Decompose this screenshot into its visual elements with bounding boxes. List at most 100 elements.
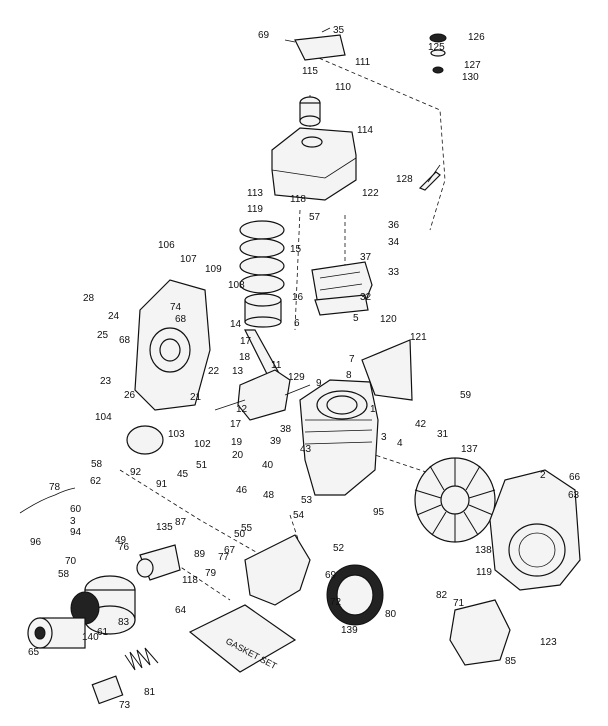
part-callout: 45 bbox=[177, 469, 189, 480]
cylinder-head-part bbox=[311, 261, 373, 306]
spring-part bbox=[124, 647, 159, 671]
filter-body-part bbox=[27, 617, 86, 649]
part-callout: 87 bbox=[175, 517, 187, 528]
part-callout: 11 bbox=[271, 360, 282, 371]
part-callout: 2 bbox=[540, 470, 546, 481]
part-callout: 67 bbox=[224, 545, 236, 556]
part-callout: 37 bbox=[360, 252, 372, 263]
part-callout: 120 bbox=[380, 314, 397, 325]
part-callout: 126 bbox=[468, 32, 485, 43]
part-callout: 119 bbox=[247, 204, 263, 215]
piston-part bbox=[244, 293, 282, 328]
part-callout: 74 bbox=[170, 302, 182, 313]
part-callout: 78 bbox=[49, 482, 61, 493]
part-callout: 106 bbox=[158, 240, 175, 251]
part-callout: 108 bbox=[228, 280, 245, 291]
part-callout: 48 bbox=[263, 490, 275, 501]
muffler-cap-part bbox=[299, 96, 321, 127]
muffler-part bbox=[271, 127, 357, 201]
part-callout: 57 bbox=[309, 212, 321, 223]
part-callout: 33 bbox=[388, 267, 400, 278]
part-callout: 123 bbox=[540, 637, 557, 648]
part-callout: 60 bbox=[70, 504, 82, 515]
part-callout: 69 bbox=[325, 570, 337, 581]
part-callout: 72 bbox=[330, 597, 342, 608]
part-callout: 66 bbox=[569, 472, 581, 483]
part-callout: 92 bbox=[130, 467, 142, 478]
part-callout: 36 bbox=[388, 220, 400, 231]
part-callout: 135 bbox=[156, 522, 173, 533]
part-callout: 15 bbox=[290, 244, 302, 255]
part-callout: 103 bbox=[168, 429, 185, 440]
dust-cap-part bbox=[429, 33, 447, 74]
part-callout: 40 bbox=[262, 460, 274, 471]
part-callout: 21 bbox=[190, 392, 202, 403]
part-callout: 89 bbox=[194, 549, 206, 560]
part-callout: 130 bbox=[462, 72, 479, 83]
part-callout: 25 bbox=[97, 330, 109, 341]
part-callout: 138 bbox=[475, 545, 492, 556]
part-callout: 17 bbox=[240, 336, 252, 347]
part-callout: 76 bbox=[118, 542, 130, 553]
part-callout: 46 bbox=[236, 485, 248, 496]
blower-housing-part bbox=[489, 469, 581, 591]
part-callout: 127 bbox=[464, 60, 481, 71]
part-callout: 18 bbox=[239, 352, 251, 363]
part-callout: 95 bbox=[373, 507, 385, 518]
bushing-part bbox=[91, 675, 124, 705]
part-callout: 19 bbox=[231, 437, 243, 448]
gasket-set-box: GASKET SET bbox=[188, 604, 297, 673]
part-callout: 52 bbox=[333, 543, 345, 554]
part-callout: 38 bbox=[280, 424, 292, 435]
cylinder-block-part bbox=[299, 379, 379, 496]
part-callout: 12 bbox=[236, 404, 248, 415]
part-callout: 128 bbox=[396, 174, 413, 185]
gear-cover-part bbox=[126, 425, 164, 455]
part-callout: 82 bbox=[436, 590, 448, 601]
part-callout: 104 bbox=[95, 412, 112, 423]
part-callout: 107 bbox=[180, 254, 197, 265]
ring-gear-part bbox=[326, 564, 384, 626]
part-callout: 51 bbox=[196, 460, 208, 471]
part-callout: 122 bbox=[362, 188, 379, 199]
part-callout: 70 bbox=[65, 556, 77, 567]
part-callout: 91 bbox=[156, 479, 168, 490]
governor-linkage-part bbox=[19, 487, 76, 514]
part-callout: 54 bbox=[293, 510, 305, 521]
part-callout: 39 bbox=[270, 436, 282, 447]
part-callout: 55 bbox=[241, 523, 253, 534]
part-callout: 59 bbox=[460, 390, 472, 401]
part-callout: 118 bbox=[290, 194, 306, 205]
part-callout: 53 bbox=[301, 495, 313, 506]
part-callout: 118 bbox=[182, 575, 198, 586]
part-callout: 69 bbox=[258, 30, 270, 41]
part-callout: 85 bbox=[505, 656, 517, 667]
carburetor-part bbox=[136, 544, 181, 581]
crankshaft-part bbox=[214, 369, 311, 421]
part-callout: 22 bbox=[208, 366, 220, 377]
part-callout: 96 bbox=[30, 537, 42, 548]
starter-mount-part bbox=[449, 599, 511, 666]
part-callout: 6 bbox=[294, 318, 300, 329]
part-callout: 139 bbox=[341, 625, 358, 636]
part-callout: 32 bbox=[360, 292, 372, 303]
part-callout: 13 bbox=[232, 366, 244, 377]
part-callout: 24 bbox=[108, 311, 120, 322]
breather-tube-part bbox=[418, 164, 441, 191]
part-callout: 94 bbox=[70, 527, 82, 538]
part-callout: 34 bbox=[388, 237, 400, 248]
part-callout: 16 bbox=[292, 292, 304, 303]
part-callout: 50 bbox=[234, 529, 246, 540]
part-callout: 81 bbox=[144, 687, 156, 698]
part-callout: 121 bbox=[410, 332, 427, 343]
top-bracket-part bbox=[284, 27, 346, 61]
part-callout: 125 bbox=[428, 42, 445, 53]
part-callout: 58 bbox=[58, 569, 70, 580]
part-callout: 4 bbox=[397, 438, 403, 449]
part-callout: 79 bbox=[205, 568, 217, 579]
part-callout: 119 bbox=[476, 567, 492, 578]
part-callout: 109 bbox=[205, 264, 222, 275]
part-callout: 102 bbox=[194, 439, 211, 450]
